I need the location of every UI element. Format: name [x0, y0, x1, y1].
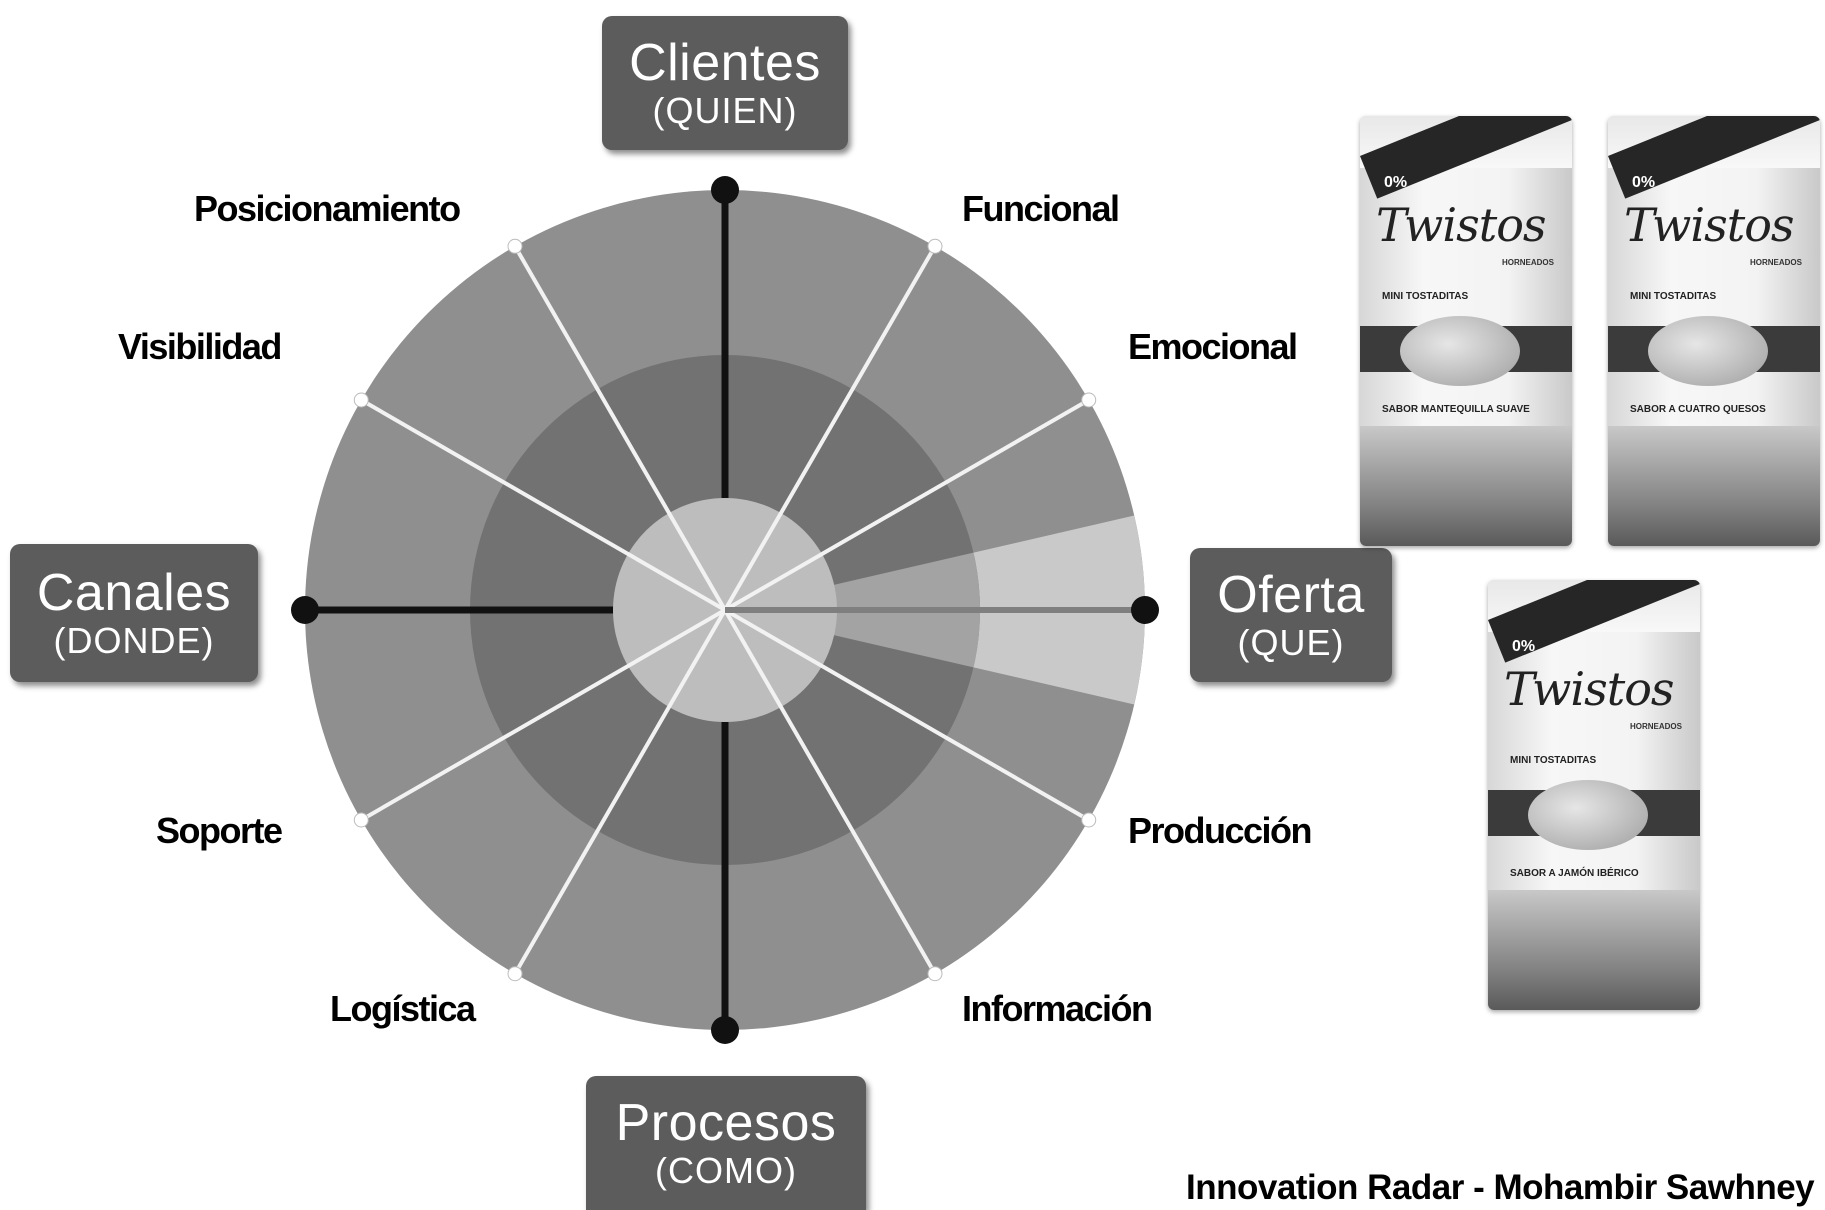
- food-image: [1488, 890, 1700, 1010]
- axis-subtitle-donde: (DONDE): [53, 620, 215, 661]
- credit-text: Innovation Radar - Mohambir Sawhney: [1186, 1168, 1815, 1207]
- pack-subtitle: HORNEADOS: [1629, 722, 1682, 731]
- pack-subtitle: HORNEADOS: [1501, 258, 1554, 267]
- spoke-line-8: [724, 608, 1090, 822]
- axis-box-canales: Canales (DONDE): [10, 544, 258, 682]
- spoke-end-dot-4: [353, 392, 369, 408]
- spoke-line-5: [360, 608, 726, 822]
- label-produccion: Producción: [1128, 810, 1313, 851]
- product-pack-mantequilla: 0% Twistos HORNEADOS MINI TOSTADITAS SAB…: [1360, 116, 1572, 546]
- spoke-end-dot-7: [927, 966, 943, 982]
- label-informacion: Información: [962, 988, 1153, 1029]
- pack-flavor: SABOR MANTEQUILLA SUAVE: [1382, 404, 1530, 415]
- spoke-end-dot-2: [927, 238, 943, 254]
- axis-box-clientes: Clientes (QUIEN): [602, 16, 848, 150]
- spoke-line-7: [723, 608, 937, 975]
- axis-title-procesos: Procesos: [615, 1094, 837, 1152]
- spoke-end-dot-1: [1081, 392, 1097, 408]
- pack-brand: Twistos: [1624, 198, 1795, 252]
- label-soporte: Soporte: [156, 810, 283, 851]
- pack-badge: 0%: [1632, 174, 1656, 191]
- axis-end-dot-canales: [291, 596, 319, 624]
- cracker-image: [1648, 316, 1768, 386]
- product-pack-jamon: 0% Twistos HORNEADOS MINI TOSTADITAS SAB…: [1488, 580, 1700, 1010]
- cracker-image: [1528, 780, 1648, 850]
- spoke-end-dot-6: [507, 966, 523, 982]
- pack-line: MINI TOSTADITAS: [1630, 291, 1717, 302]
- axis-box-procesos: Procesos (COMO): [586, 1076, 866, 1210]
- axis-subtitle-quien: (QUIEN): [652, 90, 798, 131]
- spoke-line-2: [723, 245, 937, 612]
- spoke-end-dot-3: [507, 238, 523, 254]
- pack-badge: 0%: [1512, 638, 1536, 655]
- spoke-end-dot-5: [353, 812, 369, 828]
- pack-flavor: SABOR A CUATRO QUESOS: [1630, 404, 1766, 415]
- label-posicionamiento: Posicionamiento: [194, 188, 461, 229]
- axis-title-canales: Canales: [36, 564, 232, 622]
- pack-badge: 0%: [1384, 174, 1408, 191]
- food-image: [1360, 426, 1572, 546]
- axis-end-dot-procesos: [711, 1016, 739, 1044]
- radar-wheel: [291, 176, 1159, 1044]
- axis-title-clientes: Clientes: [629, 34, 821, 92]
- label-logistica: Logística: [330, 988, 476, 1029]
- pack-line: MINI TOSTADITAS: [1382, 291, 1469, 302]
- axis-box-oferta: Oferta (QUE): [1190, 548, 1392, 682]
- spoke-line-6: [513, 608, 727, 975]
- spoke-line-3: [513, 245, 727, 612]
- spoke-line-1: [724, 398, 1090, 612]
- product-pack-quesos: 0% Twistos HORNEADOS MINI TOSTADITAS SAB…: [1608, 116, 1820, 546]
- pack-brand: Twistos: [1376, 198, 1547, 252]
- pack-line: MINI TOSTADITAS: [1510, 755, 1597, 766]
- label-emocional: Emocional: [1128, 326, 1298, 367]
- food-image: [1608, 426, 1820, 546]
- spoke-end-dot-8: [1081, 812, 1097, 828]
- pack-flavor: SABOR A JAMÓN IBÉRICO: [1510, 868, 1639, 879]
- axis-subtitle-como: (COMO): [655, 1150, 797, 1191]
- axis-end-dot-oferta: [1131, 596, 1159, 624]
- cracker-image: [1400, 316, 1520, 386]
- pack-brand: Twistos: [1504, 662, 1675, 716]
- axis-title-oferta: Oferta: [1217, 566, 1365, 624]
- pack-subtitle: HORNEADOS: [1749, 258, 1802, 267]
- axis-end-dot-clientes: [711, 176, 739, 204]
- label-funcional: Funcional: [962, 188, 1120, 229]
- spoke-line-4: [360, 398, 726, 612]
- axis-subtitle-que: (QUE): [1237, 622, 1345, 663]
- label-visibilidad: Visibilidad: [118, 326, 282, 367]
